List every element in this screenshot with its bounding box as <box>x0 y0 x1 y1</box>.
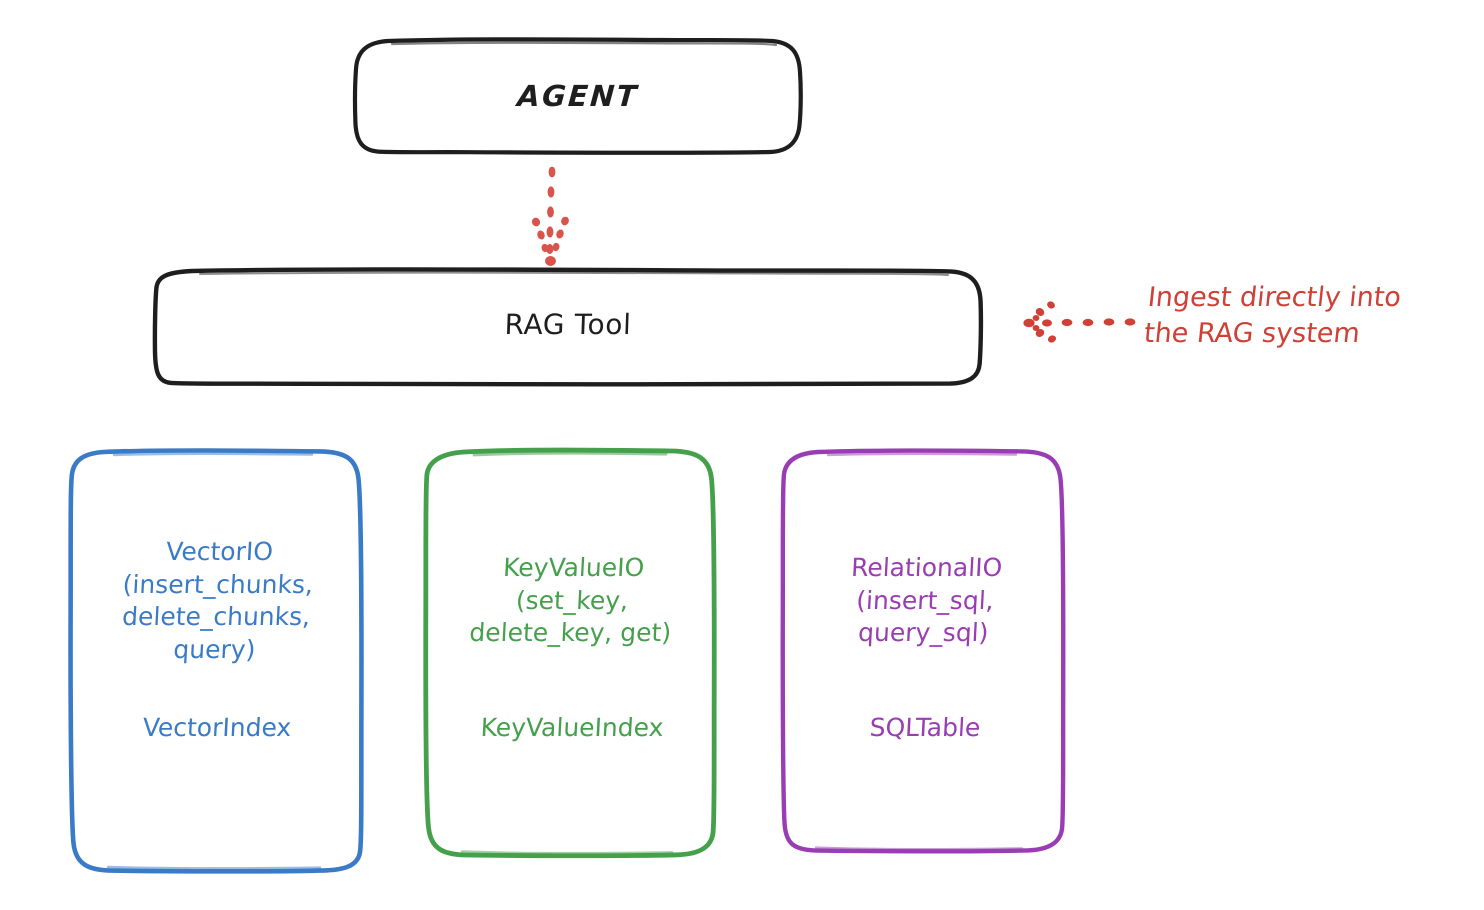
relational-io-impl-label: SQLTable <box>868 713 982 742</box>
key-value-io-impl-label: KeyValueIndex <box>479 713 665 742</box>
rag-tool-node-label: RAG Tool <box>504 308 632 341</box>
agent-node-label: AGENT <box>516 79 640 113</box>
relational-io-api-label: RelationalIO (insert_sql, query_sql) <box>850 553 1004 647</box>
ingest-annotation-text: Ingest directly into the RAG system <box>1142 282 1403 349</box>
key-value-io-node-shape[interactable] <box>423 447 717 859</box>
connector-note-to-rag-tool <box>1023 301 1136 343</box>
agent-node-shape[interactable] <box>352 37 803 155</box>
relational-io-node-shape[interactable] <box>780 448 1066 854</box>
key-value-io-api-label: KeyValueIO (set_key, delete_key, get) <box>468 553 672 647</box>
connector-agent-to-rag-tool <box>531 166 569 266</box>
rag-tool-node-shape[interactable] <box>152 267 984 387</box>
vector-io-api-label: VectorIO (insert_chunks, delete_chunks, … <box>121 537 314 664</box>
vector-io-node-shape[interactable] <box>68 448 364 874</box>
vector-io-impl-label: VectorIndex <box>142 713 293 742</box>
